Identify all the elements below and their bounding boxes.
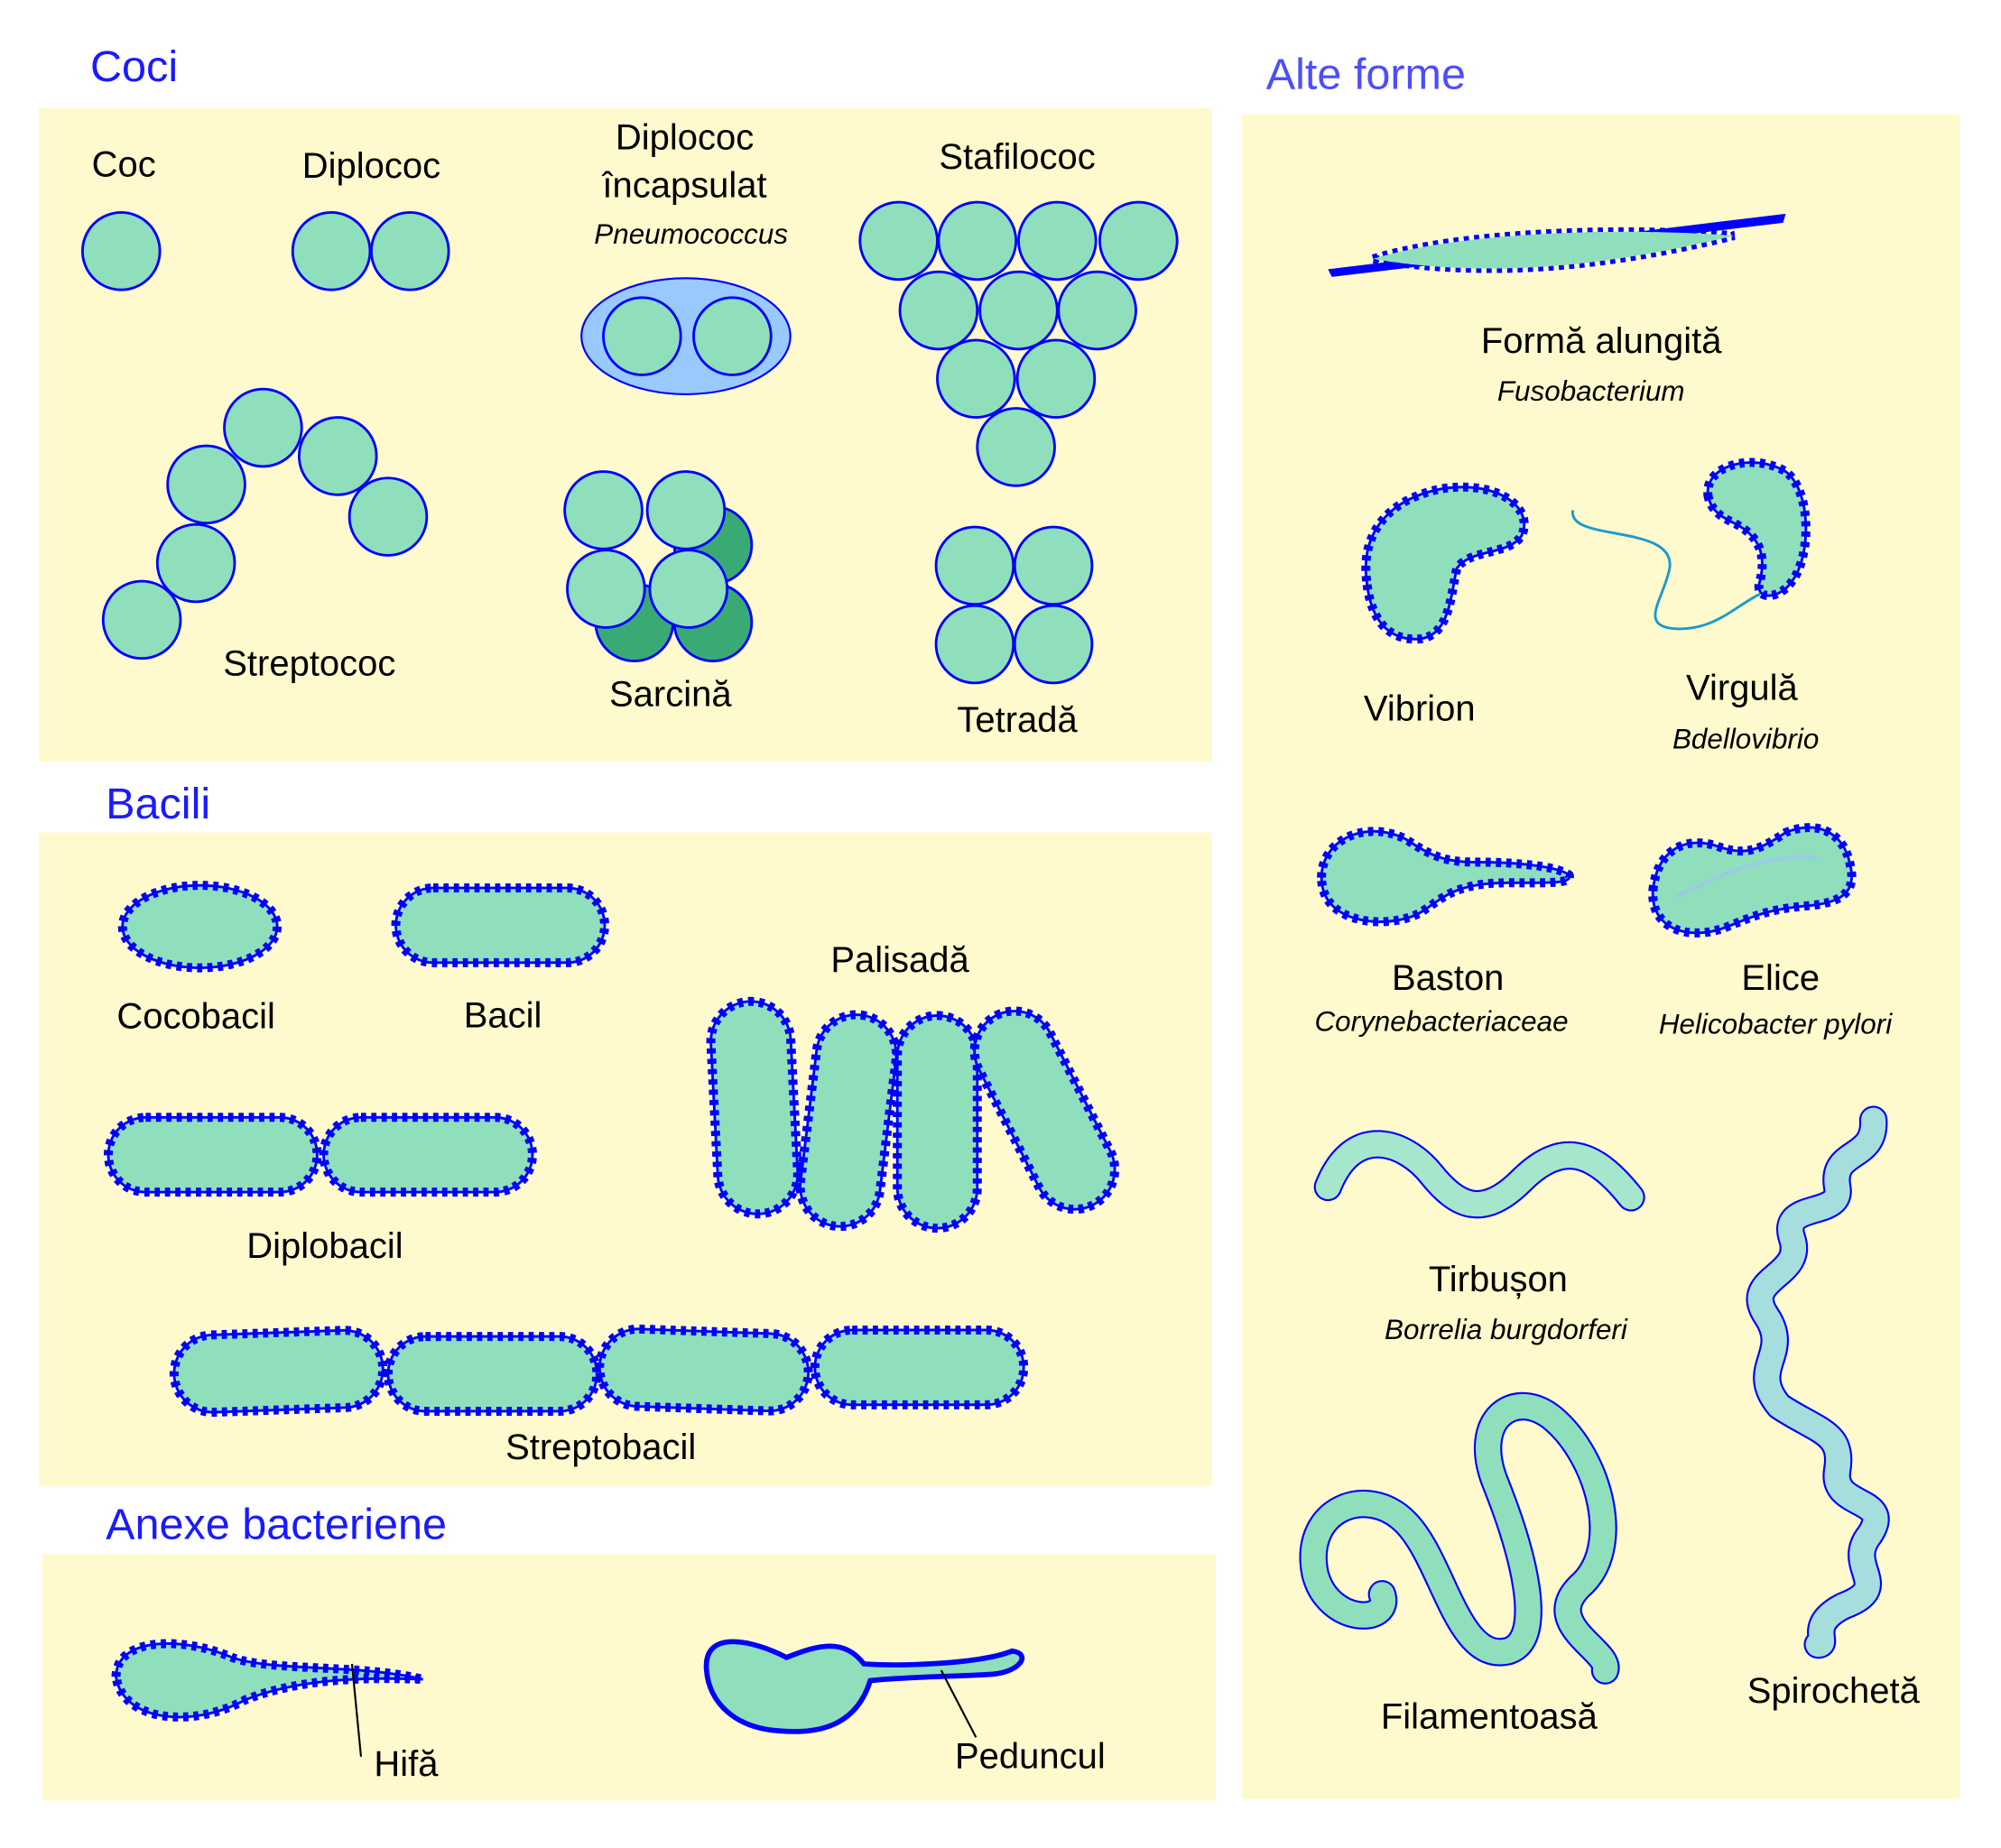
virgula-shape (1571, 457, 1811, 631)
bacil-shape (391, 883, 609, 967)
tirbuson-shape (1313, 1130, 1645, 1219)
filamentoasa-label: Filamentoasă (1381, 1696, 1598, 1736)
bdellovibrio-label: Bdellovibrio (1672, 724, 1819, 755)
sarcina-label: Sarcină (609, 675, 732, 715)
diplococ-incapsulat-label-2: încapsulat (601, 165, 766, 205)
baston-label: Baston (1392, 958, 1504, 998)
spiroceta-label: Spirochetă (1747, 1671, 1921, 1711)
stafilococ-shape (858, 200, 1179, 487)
elice-shape (1648, 823, 1857, 938)
tetrada-shape (934, 525, 1094, 685)
streptobacil-shape (169, 1324, 1029, 1418)
borrelia-label: Borrelia burgdorferi (1385, 1314, 1628, 1345)
diplococ-shape (291, 211, 450, 291)
tirbuson-label: Tirbușon (1429, 1260, 1568, 1299)
alte-forme-title: Alte forme (1266, 50, 1466, 98)
elice-label: Elice (1741, 958, 1820, 998)
forma-alungita-label: Formă alungită (1481, 321, 1722, 361)
corynebacteriaceae-label: Corynebacteriaceae (1315, 1006, 1569, 1038)
hifa-label: Hifă (374, 1744, 439, 1784)
anexe-title: Anexe bacteriene (106, 1500, 447, 1548)
baston-shape (1317, 827, 1574, 927)
bacili-title: Bacili (106, 780, 210, 828)
hifa-shape (111, 1639, 424, 1722)
sarcina-shape (563, 470, 754, 663)
cocobacil-shape (117, 881, 283, 973)
peduncul-shape (703, 1639, 1025, 1734)
diplobacil-shape (103, 1113, 537, 1197)
coc-label: Coc (92, 144, 156, 184)
diplobacil-label: Diplobacil (246, 1226, 403, 1266)
vibrion-shape (1361, 482, 1529, 644)
palisada-label: Palisadă (830, 940, 969, 980)
diplococ-incapsulat-label-1: Diplococ (616, 117, 754, 157)
filamentoasa-shape (1299, 1391, 1620, 1685)
streptococ-label: Streptococ (223, 643, 395, 683)
streptococ-shape (101, 387, 429, 661)
peduncul-leader-line (940, 1669, 977, 1738)
palisada-shape (706, 996, 1120, 1234)
cocobacil-label: Cocobacil (116, 997, 275, 1037)
coc-shape (80, 211, 162, 291)
hifa-leader-line (350, 1663, 363, 1757)
pneumococcus-label: Pneumococcus (594, 218, 788, 250)
tetrada-label: Tetradă (957, 700, 1078, 740)
bacil-label: Bacil (464, 995, 542, 1035)
vibrion-label: Vibrion (1364, 688, 1476, 728)
stafilococ-label: Stafilococ (939, 137, 1095, 177)
streptobacil-label: Streptobacil (505, 1428, 696, 1467)
helicobacter-label: Helicobacter pylori (1659, 1008, 1893, 1040)
coci-title: Coci (90, 42, 178, 91)
fusobacterium-label: Fusobacterium (1497, 375, 1685, 407)
diplococ-incapsulat-shape (580, 277, 792, 395)
peduncul-label: Peduncul (955, 1737, 1106, 1777)
diplococ-label: Diplococ (302, 146, 440, 186)
fusobacterium-shape (1328, 213, 1786, 277)
virgula-label: Virgulă (1686, 668, 1799, 707)
spiroceta-shape (1746, 1105, 1890, 1659)
